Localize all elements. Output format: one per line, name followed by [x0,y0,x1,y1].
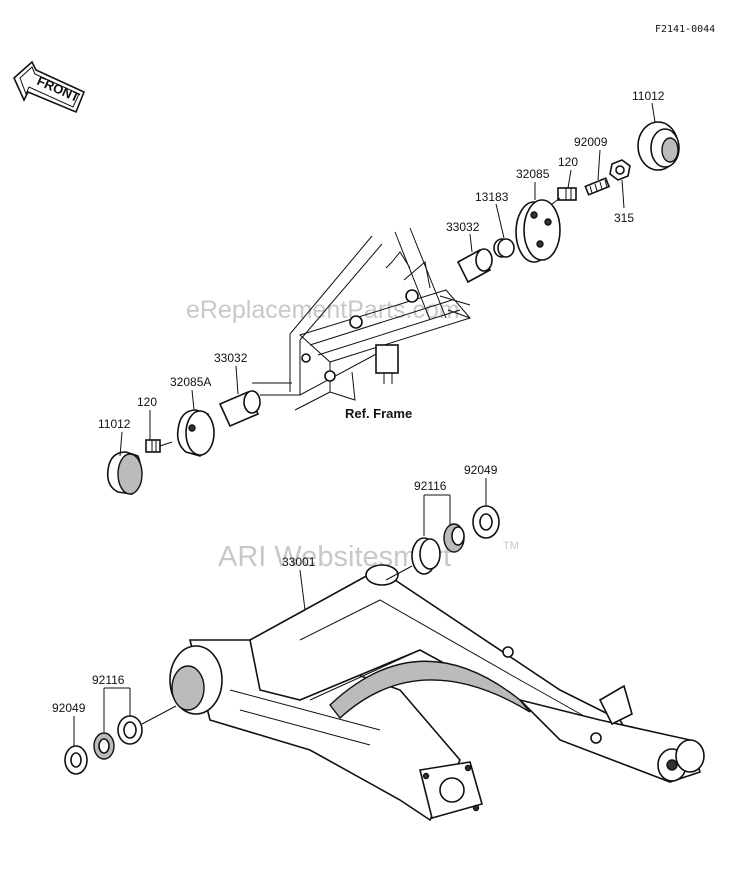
callout-33032-right: 33032 [446,220,480,234]
part-11012-right [637,121,680,171]
frame-reference-drawing [252,227,471,411]
callout-92009: 92009 [574,135,608,149]
callout-92049-left: 92049 [52,701,86,715]
part-33001-swingarm [169,564,705,822]
callout-33001: 33001 [282,555,316,569]
front-arrow-icon: FRONT [13,60,86,114]
part-33032-spacer-left [218,390,261,428]
part-11012-left [106,451,143,495]
part-120-bolt-left [145,439,173,453]
part-33032-spacer-right [456,248,493,284]
callout-13183: 13183 [475,190,509,204]
callout-32085: 32085 [516,167,550,181]
part-13183-bushing [493,238,515,258]
ref-frame-label: Ref. Frame [345,406,412,421]
callout-11012-left: 11012 [98,417,131,431]
callout-92049-right: 92049 [464,463,498,477]
callout-92116-left: 92116 [92,673,125,687]
part-32085A-collar [176,409,215,457]
callout-120-left: 120 [137,395,157,409]
part-315-nut [609,159,631,181]
callout-92116-right: 92116 [414,479,447,493]
figure-code: F2141-0044 [655,24,715,35]
callout-120-right: 120 [558,155,578,169]
callout-33032-left: 33032 [214,351,248,365]
part-32085-collar [515,199,561,263]
watermark-top: eReplacementParts.com [186,296,460,324]
callout-315: 315 [614,211,634,225]
part-92116-bearing-right [411,523,465,575]
part-92049-seal-left [64,745,88,775]
part-120-bolt-right [551,187,577,205]
watermark-tm: TM [503,540,519,552]
callout-11012-right: 11012 [632,89,665,103]
part-92049-seal-right [472,505,500,539]
callout-32085A: 32085A [170,375,211,389]
part-92116-bearing-left [93,715,143,760]
part-92009-stud [584,177,611,196]
